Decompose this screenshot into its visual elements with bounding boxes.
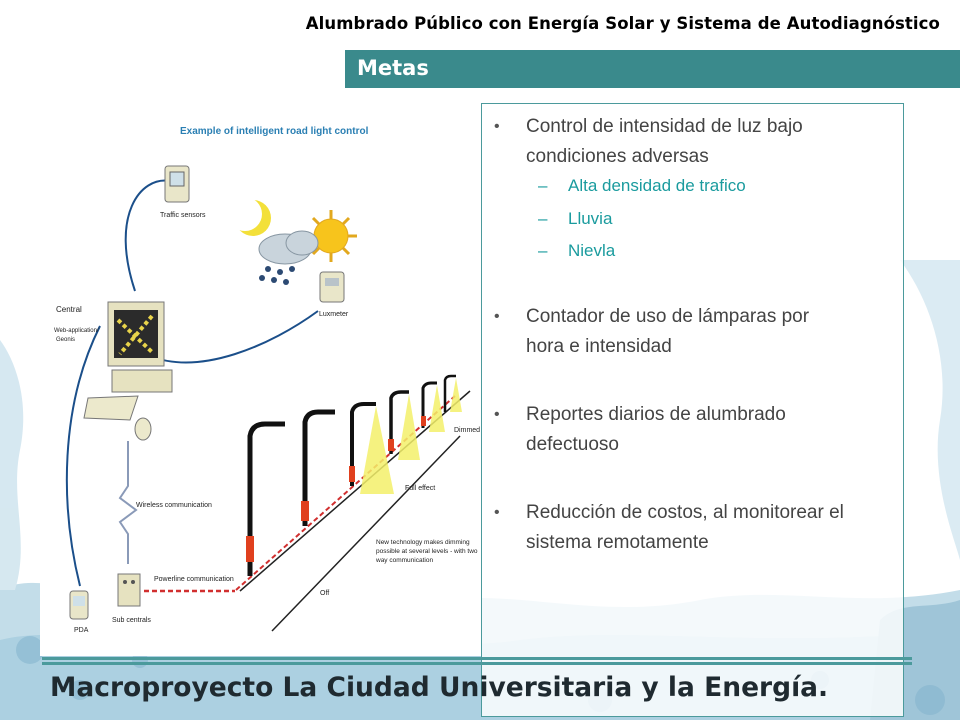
web-app-label: Web-application/ xyxy=(54,328,99,334)
luxmeter-icon xyxy=(319,271,345,303)
full-effect-label: Full effect xyxy=(405,485,435,492)
pda-link-line xyxy=(65,325,101,587)
footer-divider xyxy=(42,662,912,665)
section-header-bar: Metas xyxy=(345,50,960,88)
rain-cloud-icon xyxy=(258,230,319,285)
bullet-dot: • xyxy=(494,406,500,423)
new-tech-line-2: possible at several levels - with two xyxy=(376,548,478,555)
footer-title: Macroproyecto La Ciudad Universitaria y … xyxy=(50,672,829,703)
bullet-dot: • xyxy=(494,504,500,521)
bullet-dot: • xyxy=(494,308,500,325)
diagram-illustration: Example of intelligent road light contro… xyxy=(54,126,480,634)
off-label: Off xyxy=(320,590,329,597)
presentation-title: Alumbrado Público con Energía Solar y Si… xyxy=(305,14,940,33)
section-title: Metas xyxy=(357,56,429,80)
bullet-dot: • xyxy=(494,118,500,135)
powerline-label: Powerline communication xyxy=(154,576,234,583)
goal-text-line2: condiciones adversas xyxy=(526,146,709,167)
street-lamp xyxy=(301,409,335,526)
road-line-bottom xyxy=(271,435,461,632)
street-lamp xyxy=(246,421,285,576)
wireless-signal-icon xyxy=(118,441,138,564)
dimmed-label: Dimmed xyxy=(454,427,480,434)
goal-text-line1: Control de intensidad de luz bajo xyxy=(526,116,803,137)
central-label: Central xyxy=(56,305,82,314)
goal-text-line2: hora e intensidad xyxy=(526,336,672,357)
goal-text-line1: Reducción de costos, al monitorear el xyxy=(526,502,844,523)
luxmeter-link-line xyxy=(149,310,319,364)
central-computer-icon xyxy=(83,301,173,441)
sub-item: –Nievla xyxy=(538,241,616,260)
sub-item-text: Lluvia xyxy=(568,209,613,228)
goals-panel: • Control de intensidad de luz bajo cond… xyxy=(481,103,904,717)
traffic-sensor-icon xyxy=(164,165,190,203)
road-light-diagram: Example of intelligent road light contro… xyxy=(40,106,482,656)
street-lamp xyxy=(421,381,445,432)
sub-item-text: Alta densidad de trafico xyxy=(568,176,746,195)
luxmeter-label: Luxmeter xyxy=(319,311,349,318)
traffic-link-line xyxy=(124,179,171,292)
goal-text-line1: Contador de uso de lámparas por xyxy=(526,306,810,327)
sub-item: –Alta densidad de trafico xyxy=(538,176,746,195)
goal-text-line2: defectuoso xyxy=(526,434,619,455)
sub-central-icon xyxy=(117,573,141,607)
goal-text-line1: Reportes diarios de alumbrado xyxy=(526,404,786,425)
moon-icon xyxy=(228,197,271,236)
street-lamp xyxy=(349,402,394,494)
footer-divider xyxy=(42,657,912,660)
wireless-label: Wireless communication xyxy=(136,502,212,509)
diagram-title: Example of intelligent road light contro… xyxy=(180,126,369,137)
sub-item-text: Nievla xyxy=(568,241,616,260)
traffic-sensors-label: Traffic sensors xyxy=(160,212,206,219)
street-lamp xyxy=(443,374,462,412)
sub-item: –Lluvia xyxy=(538,209,613,228)
new-tech-line-3: way communication xyxy=(375,557,433,564)
new-tech-line-1: New technology makes dimming xyxy=(376,539,470,546)
pda-label: PDA xyxy=(74,627,89,634)
street-lamps xyxy=(246,374,462,576)
street-lamp xyxy=(388,390,420,460)
sub-centrals-label: Sub centrals xyxy=(112,617,151,624)
geonis-label: Geonis xyxy=(56,337,75,343)
goal-text-line2: sistema remotamente xyxy=(526,532,709,553)
pda-icon xyxy=(69,590,89,620)
powerline-to-lamps xyxy=(235,395,456,591)
